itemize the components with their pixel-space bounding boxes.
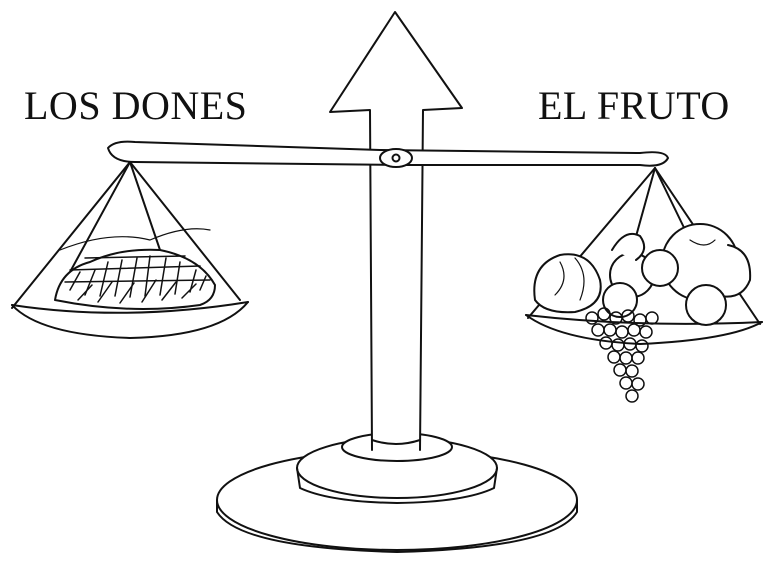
label-los-dones: LOS DONES [24, 83, 248, 128]
scale-post-arrow [330, 12, 462, 450]
scale-beam [108, 142, 668, 167]
right-pan [526, 168, 762, 402]
left-pan [12, 162, 248, 338]
grapes [586, 308, 658, 402]
label-el-fruto: EL FRUTO [538, 83, 730, 128]
scale-base [217, 433, 577, 552]
